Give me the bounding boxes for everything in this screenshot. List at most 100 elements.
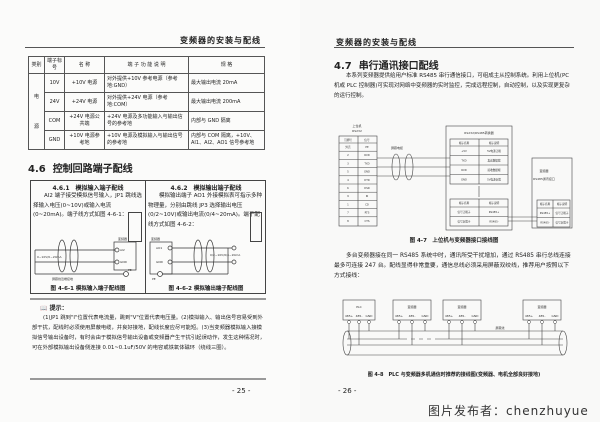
col-header: 类别 [28,56,45,74]
figure-4-7-diagram: 上位机 RS232 屏蔽电缆 RS232/RS485转换器 变频器 RS485通… [338,123,573,231]
tip-rule [30,298,266,300]
subsection-title: 4.6.2 模拟输出端子配线 [170,185,242,192]
pc-signal: GND [364,170,370,174]
svg-text:PE: PE [152,277,156,281]
terminal-screw [540,320,544,324]
figure-4-8-diagram: 屏蔽线 PLC485+485-GND变频器485+485-GND变频器485+4… [342,299,568,356]
cell: 内部与 COM 隔离，+10V、AI1、AI2、AO1 信号参考地 [188,130,265,150]
left-page: 变频器的安装与配线 类别 端子标号 名 称 端 子 功 能 说 明 规 格 电源… [25,36,266,395]
svg-text:RS485通讯接口: RS485通讯接口 [533,176,555,181]
pc-signal: RI [366,194,369,198]
subsection-analog-output: 4.6.2 模拟输出端子配线 模拟输出端子 AO1 外接模拟表可指示多种物理量，… [148,183,264,230]
pc-pin: 8 [347,219,349,223]
col-header: 端子标号 [44,56,65,74]
tip-rule [30,378,266,380]
subsection-text: AI2 端子接受模拟信号输入，JP1 跳线选择输入电压(0~10V)或输入电流(… [33,193,142,218]
terminal-screw [357,320,361,324]
cell: 最大输出电流 20mA [188,73,265,93]
cell: +24V 电源公共端 [64,111,105,131]
pc-signal: DSR [364,186,370,190]
svg-text:PE: PE [128,268,132,272]
pc-pin: 6 [347,186,349,190]
terminal-screw [423,320,427,324]
terminal-screw [347,320,351,324]
header-rule [25,47,265,48]
device-name: 变频器 [457,304,466,309]
svg-text:变频器: 变频器 [539,168,548,173]
conv-header: 端子名称 [459,141,470,145]
pc-pin: 7 [347,211,349,215]
figure-caption: 图 4-7 上位机与变频器接口接线图 [409,238,499,244]
conv-terminal: +5V [461,149,467,153]
svg-text:屏蔽电缆: 屏蔽电缆 [391,145,403,150]
wiring-box [30,180,266,294]
jp1-jumper [128,212,142,242]
section-heading: 4.6 控制回路端子配线 [28,164,133,175]
watermark: 图片发布者：chenzhuyue [428,404,589,418]
column-divider [145,180,146,294]
table-header-row: 类别 端子标号 名 称 端 子 功 能 说 明 规 格 [28,56,265,74]
table-row: GND +10V 电源参考地 +10V 电源及模拟输入与输出信号的参考地 内部与… [29,130,265,150]
terminal-screw [473,320,477,324]
col-header: 端 子 功 能 说 明 [104,56,189,74]
device-pin: 485- [409,314,416,318]
header-rule [334,47,574,48]
pc-signal: PE [365,145,369,149]
cell: COM [44,111,65,131]
conv-desc: 5V电源负端 [487,178,501,182]
running-header: 变频器的安装与配线 [180,36,261,45]
svg-text:RS232/RS485转换器: RS232/RS485转换器 [464,130,493,135]
tip-label: 📖 提示： [40,305,68,312]
svg-text:AI2: AI2 [120,248,125,252]
pc-signal: CTS [364,219,369,223]
jp3-jumper [250,212,262,242]
inv-terminal: RS485- [540,221,549,225]
figure-caption: 图 4-6-2 模拟输出端子配线图 [168,286,244,292]
pc-signal: CD [365,202,369,206]
table-row: 24V +24V 电源 对外提供+24V 电源（参考地:COM） 最大输出电流 … [29,92,265,112]
running-header: 变频器的安装与配线 [336,38,417,47]
conv-terminal: RXD [461,168,467,172]
category-cell: 电源 [28,73,45,150]
inv-header: 端子说明 [557,202,568,206]
conv-header: 端子名称 [459,201,470,205]
col-header: 规 格 [188,56,265,74]
svg-text:GND: GND [120,260,128,264]
svg-text:屏蔽线近端接地: 屏蔽线近端接地 [52,276,73,281]
pc-pin: 9 [347,194,349,198]
cell: 对外提供+10V 参考电源（参考地:GND） [104,73,189,93]
terminal-table: 类别 端子标号 名 称 端 子 功 能 说 明 规 格 电源 10V +10V … [28,56,265,150]
device-pin: GND [366,314,374,318]
device-pin: 485+ [525,314,534,318]
cell: 最大输出电流 200mA [188,92,265,112]
terminal-screw [527,320,531,324]
device-pin: 485- [539,314,546,318]
conv-terminal: 信号正端子 [458,210,471,214]
cell: +10V 电源参考地 [64,130,105,150]
col-header: 名 称 [64,56,105,74]
subsection-text: 模拟输出端子 AO1 外接模拟表可指示多种物理量，分别由跳线 JP3 选择输出电… [148,193,262,228]
inv-terminal: RS485+ [540,211,551,215]
terminal-screw [410,320,414,324]
pc-pin: 5 [347,170,349,174]
figure-caption: 图 4-6-1 模拟输入端子配线图 [50,286,126,292]
svg-text:变频器: 变频器 [118,236,127,241]
conv-terminal: GND [461,178,467,182]
cell: 10V [44,73,65,93]
svg-text:AO1: AO1 [156,246,162,250]
pc-header: 引脚号 [344,138,352,142]
device-pin: 485+ [395,314,404,318]
cell: 对外提供+24V 电源（参考地:COM） [104,92,189,112]
pc-signal: RTS [365,211,370,215]
subsection-title: 4.6.1 模拟输入端子配线 [52,185,124,192]
table-row: COM +24V 电源公共端 +24V 电源及多功能输入与输出信号的参考地 内部… [29,111,265,131]
device-name: PLC [356,305,362,309]
conv-desc: 接收数据端 [488,168,501,172]
subsection-analog-input: 4.6.1 模拟输入端子配线 AI2 端子接受模拟信号输入，JP1 跳线选择输入… [33,183,143,221]
tip-text: (1)JP1 跳到"I"位置代表电流量，跳到"V"位置代表电压量。(2)模拟输入… [32,315,266,351]
svg-text:GND: GND [156,260,164,264]
pc-signal: TXD [364,161,369,165]
device-pin: 485+ [345,314,354,318]
pc-pin: 3 [347,161,349,165]
inv-desc: 信号负端子 [556,221,569,225]
